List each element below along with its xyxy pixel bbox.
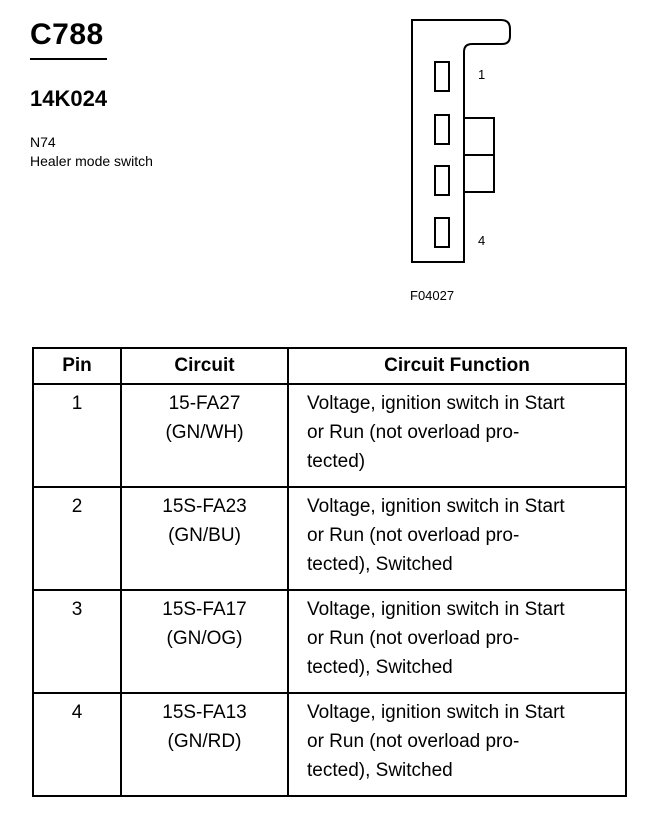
- circuit-cell: 15S-FA17 (GN/OG): [120, 589, 289, 694]
- pin-label-4: 4: [478, 233, 485, 248]
- table-row: 3 15S-FA17 (GN/OG) Voltage, ignition swi…: [32, 589, 627, 694]
- function-line: tected), Switched: [307, 554, 453, 575]
- wire-color: (GN/WH): [165, 422, 244, 443]
- circuit-code: 15-FA27: [168, 393, 241, 414]
- function-line: tected), Switched: [307, 760, 453, 781]
- wire-color: (GN/BU): [168, 525, 241, 546]
- table-row: 2 15S-FA23 (GN/BU) Voltage, ignition swi…: [32, 486, 627, 591]
- circuit-code: 15S-FA23: [162, 496, 247, 517]
- wire-color: (GN/OG): [166, 628, 243, 649]
- circuit-code: 15S-FA13: [162, 702, 247, 723]
- pin-number: 4: [32, 692, 122, 797]
- function-line: or Run (not overload pro-: [307, 628, 520, 649]
- function-line: or Run (not overload pro-: [307, 525, 520, 546]
- circuit-cell: 15S-FA23 (GN/BU): [120, 486, 289, 591]
- header-circuit-function: Circuit Function: [287, 347, 627, 385]
- pin-number: 3: [32, 589, 122, 694]
- function-line: or Run (not overload pro-: [307, 422, 520, 443]
- connector-outline: [411, 19, 511, 263]
- connector-face-diagram: 1 4: [411, 19, 511, 263]
- circuit-function-cell: Voltage, ignition switch in Start or Run…: [287, 383, 627, 488]
- function-line: Voltage, ignition switch in Start: [307, 393, 565, 414]
- circuit-cell: 15-FA27 (GN/WH): [120, 383, 289, 488]
- wire-color: (GN/RD): [167, 731, 242, 752]
- function-line: tected): [307, 451, 366, 472]
- component-name: Healer mode switch: [30, 153, 153, 169]
- table-header-row: Pin Circuit Circuit Function: [32, 347, 627, 385]
- part-number: 14K024: [30, 86, 108, 111]
- pin-cavity-2: [434, 114, 450, 145]
- pin-number: 2: [32, 486, 122, 591]
- circuit-code: 15S-FA17: [162, 599, 247, 620]
- pinout-table: Pin Circuit Circuit Function 1 15-FA27 (…: [32, 347, 627, 797]
- table-row: 4 15S-FA13 (GN/RD) Voltage, ignition swi…: [32, 692, 627, 797]
- location-code: N74: [30, 134, 56, 150]
- pin-label-1: 1: [478, 67, 485, 82]
- circuit-function-cell: Voltage, ignition switch in Start or Run…: [287, 486, 627, 591]
- circuit-cell: 15S-FA13 (GN/RD): [120, 692, 289, 797]
- pin-cavity-4: [434, 217, 450, 248]
- table-row: 1 15-FA27 (GN/WH) Voltage, ignition swit…: [32, 383, 627, 488]
- function-line: Voltage, ignition switch in Start: [307, 496, 565, 517]
- circuit-function-cell: Voltage, ignition switch in Start or Run…: [287, 692, 627, 797]
- circuit-function-cell: Voltage, ignition switch in Start or Run…: [287, 589, 627, 694]
- pin-cavity-3: [434, 165, 450, 196]
- function-line: Voltage, ignition switch in Start: [307, 599, 565, 620]
- header-pin: Pin: [32, 347, 122, 385]
- figure-id: F04027: [410, 288, 455, 303]
- pin-cavity-1: [434, 61, 450, 92]
- pin-number: 1: [32, 383, 122, 488]
- connector-id-underline: [30, 58, 107, 60]
- header-circuit: Circuit: [120, 347, 289, 385]
- function-line: Voltage, ignition switch in Start: [307, 702, 565, 723]
- function-line: tected), Switched: [307, 657, 453, 678]
- function-line: or Run (not overload pro-: [307, 731, 520, 752]
- connector-id: C788: [30, 18, 104, 51]
